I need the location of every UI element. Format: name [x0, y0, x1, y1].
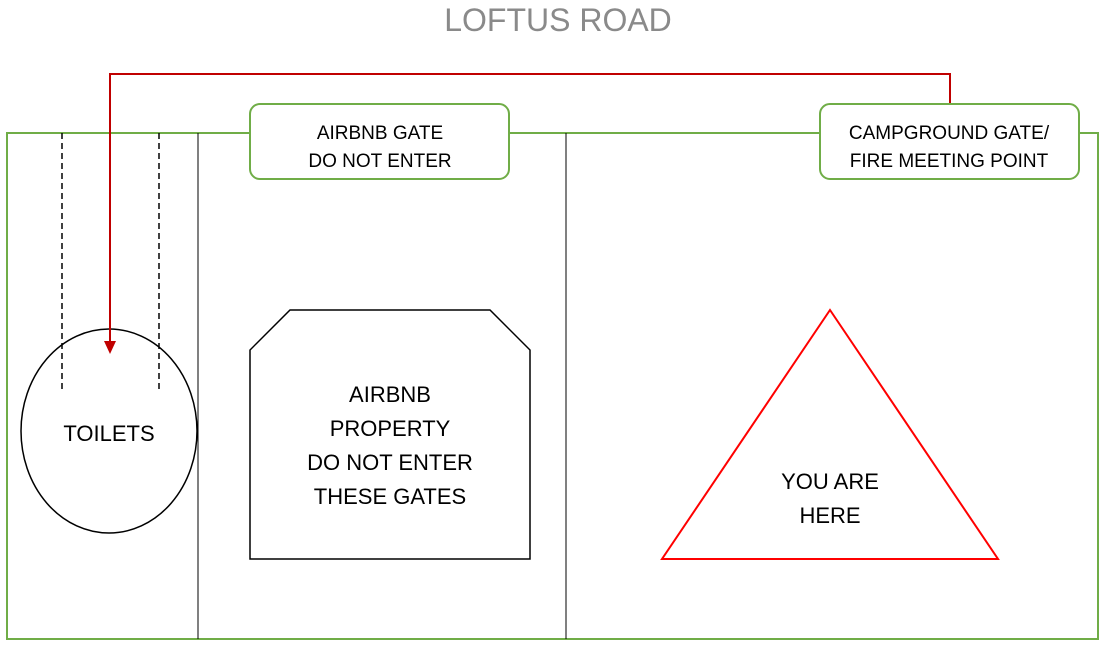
airbnb-gate-label-line1: AIRBNB GATE: [317, 123, 443, 144]
you-are-here-label-line1: YOU ARE: [781, 469, 879, 494]
campground-gate-label-line2: FIRE MEETING POINT: [850, 151, 1049, 172]
airbnb-property-label-line4: THESE GATES: [314, 484, 466, 509]
airbnb-property-label-line3: DO NOT ENTER: [307, 450, 473, 475]
airbnb-property-label-line2: PROPERTY: [330, 416, 451, 441]
route-to-toilets: [109, 73, 951, 343]
airbnb-gate: [249, 103, 510, 180]
site-boundary: [6, 132, 1099, 640]
map-title: LOFTUS ROAD: [444, 2, 672, 38]
toilets-label: TOILETS: [63, 421, 154, 446]
route-arrowhead: [104, 341, 116, 354]
airbnb-property-label-line1: AIRBNB: [349, 382, 431, 407]
you-are-here-label-line2: HERE: [799, 503, 860, 528]
campground-gate: [819, 103, 1080, 180]
you-are-here-marker: [660, 308, 1000, 560]
campground-gate-label-line1: CAMPGROUND GATE/: [849, 123, 1050, 144]
airbnb-gate-label-line2: DO NOT ENTER: [308, 151, 451, 172]
airbnb-property: [249, 309, 531, 560]
